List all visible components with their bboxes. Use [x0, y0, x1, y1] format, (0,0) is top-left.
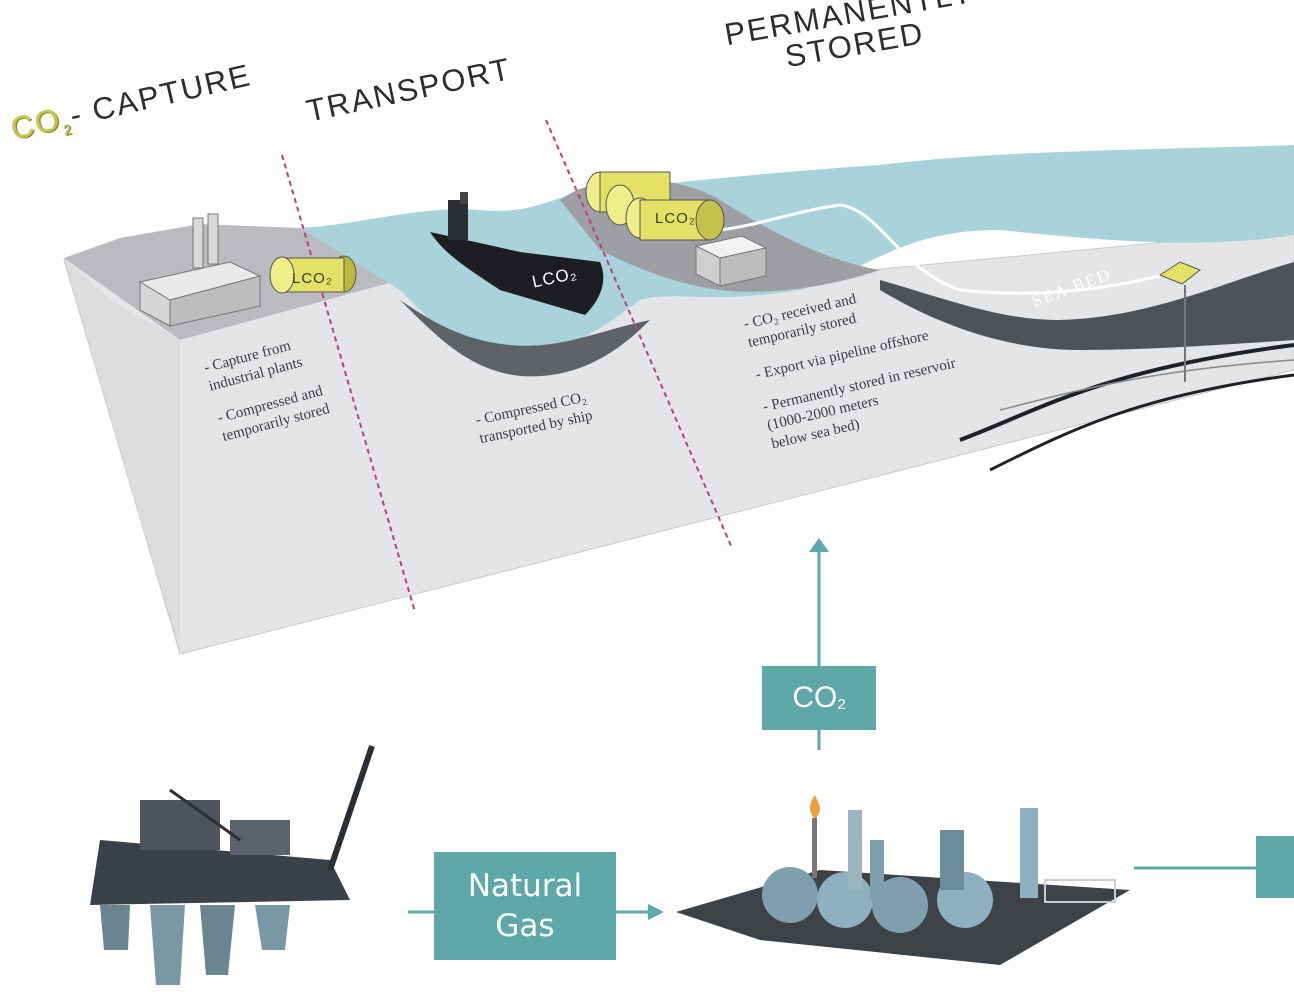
- transport-basin: [400, 300, 650, 377]
- capture-tank-icon: [269, 255, 357, 294]
- block-side-face: [64, 258, 180, 650]
- factory-icon: [138, 213, 262, 327]
- gas-arrow-head: [648, 904, 664, 920]
- offshore-pipeline: [719, 203, 1181, 295]
- block-left-side: [64, 260, 180, 654]
- co2-arrow-head: [809, 538, 829, 552]
- receiving-building-icon: [694, 235, 768, 287]
- seabed-template-icon: [1158, 261, 1201, 285]
- sea-bed-band: [880, 262, 1294, 350]
- capture-tank-label: LCO₂: [292, 270, 333, 287]
- divider-capture-transport: [281, 154, 416, 613]
- storage-tank-label: LCO₂: [655, 210, 696, 227]
- ship-icon: [430, 192, 604, 315]
- storage-tanks-icon: [585, 171, 725, 241]
- natural-gas-line2: Gas: [495, 908, 555, 944]
- reservoir-layer-1: [959, 343, 1294, 442]
- co2-box-text: CO: [792, 681, 838, 714]
- divider-transport-stored: [545, 119, 733, 549]
- natural-gas-line1: Natural: [467, 868, 583, 904]
- output-box-cropped: [1256, 836, 1294, 898]
- reservoir-layer-3: [999, 359, 1294, 411]
- co2-box-subscript: 2: [837, 695, 846, 713]
- processing-plant-icon: [676, 795, 1130, 965]
- reservoir-layer-2: [989, 373, 1294, 472]
- natural-gas-box: Natural Gas: [434, 852, 616, 960]
- offshore-platform-icon: [90, 745, 375, 985]
